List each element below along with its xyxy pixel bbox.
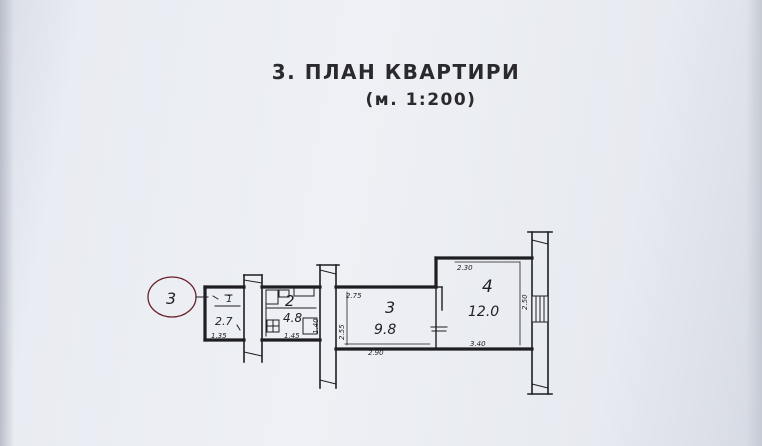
dimension-lines	[344, 261, 521, 346]
room-2-number: 2	[285, 292, 295, 310]
dim-room4-side: 2.50	[521, 294, 529, 310]
dim-room3-top: 2.75	[346, 292, 362, 300]
room-2-area: 4.8	[283, 311, 302, 325]
room-3-area: 9.8	[374, 322, 396, 338]
dim-room3-side: 2.55	[338, 324, 346, 340]
document-title: 3. ПЛАН КВАРТИРИ	[271, 60, 521, 84]
dim-room3-bottom: 2.90	[368, 349, 384, 357]
scale-note: (м. 1:200)	[365, 90, 477, 110]
window-right	[531, 295, 549, 323]
room-3-number: 3	[385, 298, 395, 317]
entry-details	[212, 294, 241, 331]
outer-walls	[203, 256, 534, 351]
room-1-area: 2.7	[215, 315, 233, 328]
paper-right-shadow	[746, 0, 762, 446]
dim-room4-bottom: 3.40	[470, 340, 486, 348]
bathroom-fixtures	[265, 287, 318, 337]
dim-room2-side: 1.40	[312, 318, 320, 334]
paper-left-shadow	[0, 0, 14, 446]
partition-3-4	[430, 286, 448, 350]
room-4-area: 12.0	[468, 304, 499, 320]
dim-room1-bottom: 1.35	[211, 332, 227, 340]
room-4-number: 4	[482, 277, 493, 297]
pillar-hatch	[243, 239, 549, 389]
room-1-number: 1	[226, 294, 232, 305]
dim-room4-top: 2.30	[457, 264, 473, 272]
dim-room2-bottom: 1.45	[284, 332, 300, 340]
apartment-marker-number: 3	[166, 289, 176, 308]
